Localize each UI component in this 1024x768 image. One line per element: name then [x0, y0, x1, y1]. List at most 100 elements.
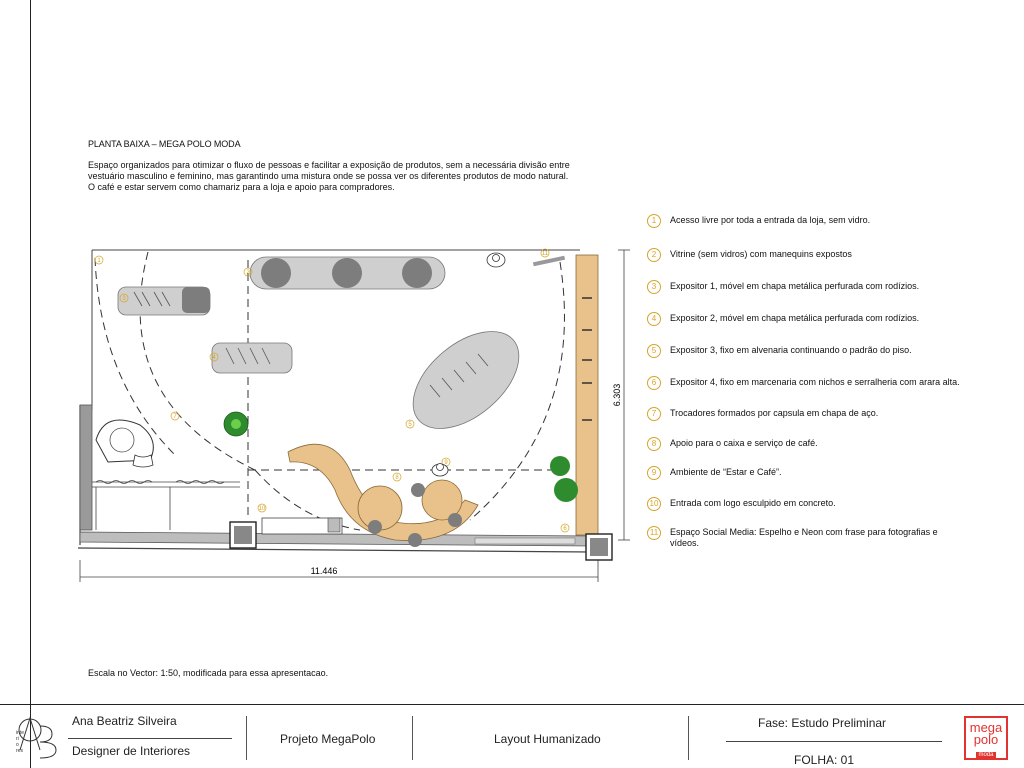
dressing-room-seat: [109, 427, 135, 453]
legend-number: 1: [647, 214, 661, 228]
page-title: PLANTA BAIXA – MEGA POLO MODA: [88, 139, 241, 149]
expositor-3: [412, 331, 520, 429]
legend-number: 10: [647, 497, 661, 511]
brand-logo-text: moda: [976, 752, 996, 759]
stool: [448, 513, 462, 527]
legend-item: 2 Vitrine (sem vidros) com manequins exp…: [647, 248, 960, 262]
cafe-counter: [287, 443, 479, 541]
legend-text: Expositor 4, fixo em marcenaria com nich…: [670, 377, 960, 387]
plan-marker-label: 5: [408, 422, 412, 428]
legend-item: 9 Ambiente de “Estar e Café”.: [647, 466, 960, 480]
plan-markers: 1 2 3 4 5 6 7 8 9 10 11: [94, 248, 570, 533]
legend-item: 6 Expositor 4, fixo em marcenaria com ni…: [647, 376, 960, 390]
footer-separator: [246, 716, 247, 760]
pillar-fill: [590, 538, 608, 556]
footer-divider: [0, 704, 1024, 705]
stool: [408, 533, 422, 547]
plan-marker-label: 6: [563, 526, 567, 532]
stool: [411, 483, 425, 497]
legend-number: 2: [647, 248, 661, 262]
description-paragraph: Espaço organizados para otimizar o fluxo…: [88, 160, 570, 181]
dimension-height: 6.303: [612, 384, 622, 407]
brand-logo-text: mega: [969, 720, 1003, 735]
legend-item: 5 Expositor 3, fixo em alvenaria continu…: [647, 344, 960, 358]
legend-text: Expositor 2, móvel em chapa metálica per…: [670, 313, 920, 323]
plan-marker-label: 1: [97, 258, 101, 264]
project-name: Projeto MegaPolo: [280, 732, 376, 746]
legend-text: Entrada com logo esculpido em concreto.: [670, 498, 836, 508]
legend-number: 7: [647, 407, 661, 421]
cafe-table: [421, 479, 463, 521]
legend-text: Vitrine (sem vidros) com manequins expos…: [670, 249, 852, 259]
legend-text: Trocadores formados por capsula em chapa…: [670, 408, 879, 418]
footer-separator: [412, 716, 413, 760]
dimension-lines: [79, 249, 630, 582]
legend-number: 11: [647, 526, 661, 540]
phase: Fase: Estudo Preliminar: [758, 716, 887, 730]
person-figures: [132, 252, 506, 477]
legend-number: 8: [647, 437, 661, 451]
legend-number: 4: [647, 312, 661, 326]
legend-text: Apoio para o caixa e serviço de café.: [670, 438, 818, 448]
legend-item: 3 Expositor 1, móvel em chapa metálica p…: [647, 280, 960, 294]
plant: [554, 478, 578, 502]
description: Espaço organizados para otimizar o fluxo…: [88, 160, 608, 193]
legend-item: 11 Espaço Social Media: Espelho e Neon c…: [647, 526, 960, 549]
designer-role: Designer de Interiores: [72, 744, 191, 758]
legend-text: Ambiente de “Estar e Café”.: [670, 467, 782, 477]
legend-text: Expositor 3, fixo em alvenaria continuan…: [670, 345, 912, 355]
legend-text: Acesso livre por toda a entrada da loja,…: [670, 215, 871, 225]
legend-item: 10 Entrada com logo esculpido em concret…: [647, 497, 960, 511]
wall-left: [79, 404, 93, 531]
plan-marker-label: 4: [212, 355, 216, 361]
brand-logo: mega polo moda: [964, 716, 1008, 760]
mannequin: [332, 258, 362, 288]
expositor-4: [575, 254, 599, 536]
circulation-arcs: [94, 251, 565, 531]
footer-separator: [688, 716, 689, 760]
description-paragraph: O café e estar servem como chamariz para…: [88, 182, 395, 192]
door: [532, 255, 566, 267]
dimension-width: 11.446: [311, 566, 338, 576]
margin-line: [30, 0, 31, 768]
mannequin: [402, 258, 432, 288]
designer-logo-text: o: [16, 742, 19, 748]
plan-marker-label: 8: [395, 475, 399, 481]
plan-marker-label: 2: [246, 270, 250, 276]
legend-item: 7 Trocadores formados por capsula em cha…: [647, 407, 960, 421]
plan-marker-label: 7: [173, 414, 177, 420]
stool: [368, 520, 382, 534]
layout-name: Layout Humanizado: [494, 732, 601, 746]
legend-text: Espaço Social Media: Espelho e Neon com …: [670, 527, 938, 548]
plant: [550, 456, 570, 476]
scale-note: Escala no Vector: 1:50, modificada para …: [88, 668, 329, 678]
footer-underline: [68, 738, 232, 739]
sheet-number: FOLHA: 01: [794, 753, 855, 767]
mirror: [474, 537, 576, 545]
designer-logo-text: inte: [16, 730, 24, 736]
legend-number: 5: [647, 344, 661, 358]
legend-text: Expositor 1, móvel em chapa metálica per…: [670, 281, 920, 291]
legend-number: 6: [647, 376, 661, 390]
mannequin: [261, 258, 291, 288]
legend-item: 4 Expositor 2, móvel em chapa metálica p…: [647, 312, 960, 326]
plan-marker-label: 9: [444, 460, 448, 466]
plan-marker-label: 3: [122, 296, 126, 302]
expositor-2: [211, 342, 293, 374]
legend-item: 8 Apoio para o caixa e serviço de café.: [647, 437, 960, 451]
dressing-room: [95, 419, 154, 463]
logo-wall: [261, 517, 343, 535]
plant-center: [231, 419, 241, 429]
footer-underline: [726, 741, 942, 742]
logo-wall-block: [327, 517, 341, 533]
plan-marker-label: 11: [542, 251, 549, 257]
legend-number: 3: [647, 280, 661, 294]
designer-logo-text: res: [16, 748, 23, 754]
brand-logo-text: polo: [973, 732, 999, 747]
partition: [92, 480, 240, 530]
designer-logo-text: ri: [16, 736, 19, 742]
pillar-fill: [234, 526, 252, 544]
designer-name: Ana Beatriz Silveira: [72, 714, 177, 728]
designer-logo-icon: inte ri o res: [16, 716, 57, 759]
